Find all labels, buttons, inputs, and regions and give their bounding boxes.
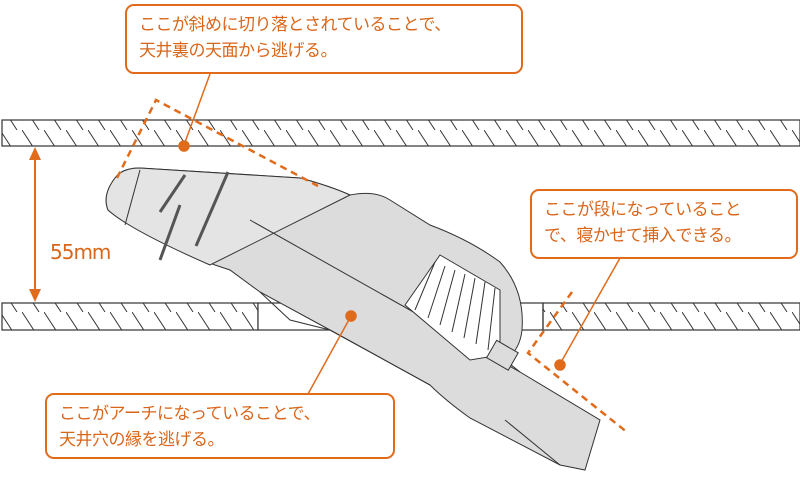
dashed-guide-top bbox=[115, 98, 319, 188]
upper-board bbox=[1, 119, 800, 147]
leader-lines bbox=[178, 73, 621, 395]
callout-right: ここが段になっていること で、寝かせて挿入できる。 bbox=[530, 189, 798, 259]
callout-right-line1: ここが段になっていること bbox=[544, 200, 742, 220]
callout-top-line2: 天井裏の天面から逃げる。 bbox=[139, 41, 338, 61]
vent-slots bbox=[404, 254, 501, 361]
callout-bottom-line2: 天井穴の縁を逃げる。 bbox=[59, 430, 225, 450]
dimension-arrow bbox=[29, 147, 41, 302]
callout-top-line1: ここが斜めに切り落とされていることで、 bbox=[139, 15, 451, 35]
dashed-guide-right bbox=[526, 291, 629, 434]
callout-top: ここが斜めに切り落とされていることで、 天井裏の天面から逃げる。 bbox=[125, 4, 523, 74]
callout-bottom-line1: ここがアーチになっていることで、 bbox=[59, 404, 320, 424]
callout-right-line2: で、寝かせて挿入できる。 bbox=[544, 226, 741, 246]
dimension-label: 55mm bbox=[50, 240, 111, 264]
callout-bottom: ここがアーチになっていることで、 天井穴の縁を逃げる。 bbox=[45, 393, 395, 459]
